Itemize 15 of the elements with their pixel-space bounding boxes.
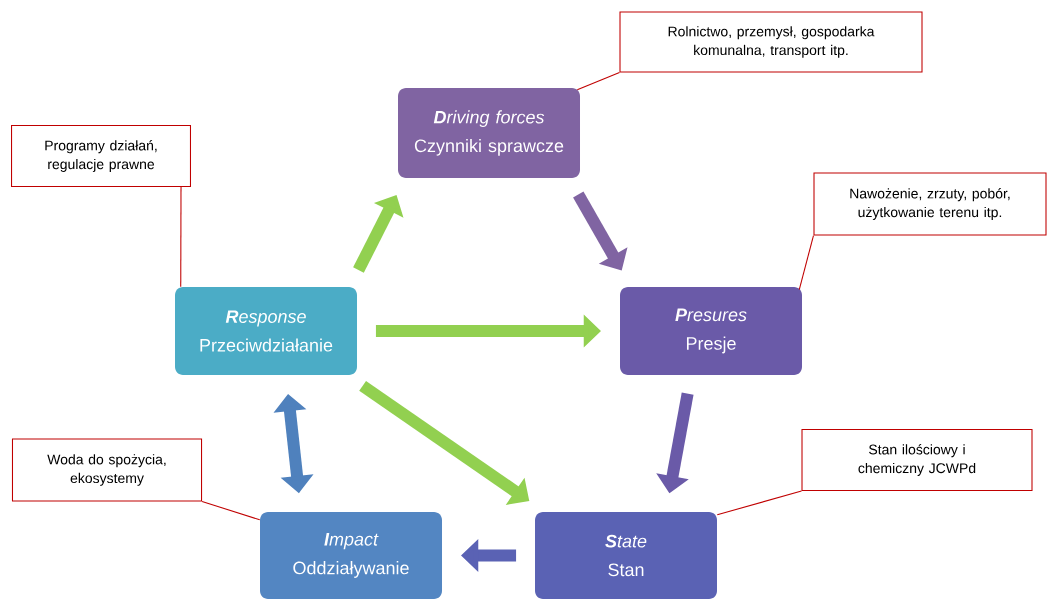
process-box: Presures Presje bbox=[620, 287, 802, 375]
leader-line bbox=[180, 186, 182, 288]
process-box: Response Przeciwdziałanie bbox=[175, 287, 357, 375]
process-box: Driving forces Czynniki sprawcze bbox=[398, 88, 580, 178]
callout-box: Stan ilościowy i chemiczny JCWPd bbox=[801, 428, 1033, 492]
leader-line bbox=[716, 490, 802, 516]
leader-line bbox=[201, 501, 261, 521]
leader-line bbox=[798, 235, 814, 291]
callout-box: Programy działań, regulacje prawne bbox=[11, 124, 191, 188]
leader-line bbox=[576, 72, 620, 91]
callout-box: Rolnictwo, przemysł, gospodarka komunalna, transport itp. bbox=[619, 11, 923, 73]
process-box: State Stan bbox=[535, 512, 717, 599]
callout-box: Nawożenie, zrzuty, pobór, użytkowanie terenu itp. bbox=[813, 172, 1047, 236]
callout-box: Woda do spożycia, ekosystemy bbox=[11, 438, 203, 502]
process-box: Impact Oddziaływanie bbox=[260, 512, 442, 599]
